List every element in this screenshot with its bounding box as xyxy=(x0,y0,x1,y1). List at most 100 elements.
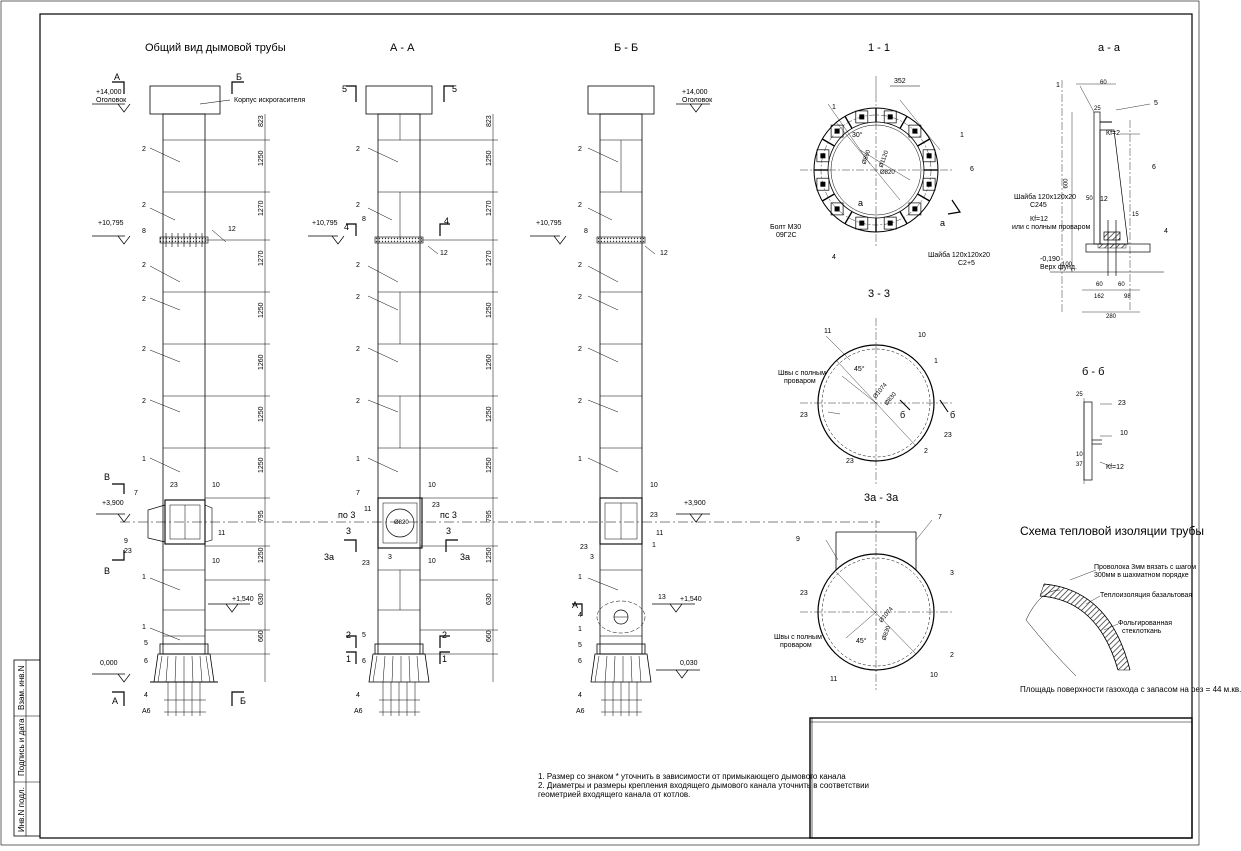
bolt-head xyxy=(926,181,932,187)
dim-bb-a: 25 xyxy=(1076,392,1083,398)
dim-aa-a: 25 xyxy=(1094,106,1101,112)
dim-bb-d: 37 xyxy=(1076,462,1083,468)
pos-10-33: 10 xyxy=(918,332,926,339)
callout-bolt-grade: 09Г2С xyxy=(776,232,797,239)
elev-minus-note: Верх фунд. xyxy=(1040,264,1077,271)
aa-dim-9: 1250 xyxy=(486,547,493,563)
leader-lines xyxy=(149,99,656,641)
dim-aa-w1: 162 xyxy=(1094,294,1105,300)
general-dim-4: 1250 xyxy=(258,302,265,318)
pos-1-b: 1 xyxy=(578,456,582,463)
pos-1-b3: 1 xyxy=(578,574,582,581)
note-2: 2. Диаметры и размеры крепления входящег… xyxy=(538,781,870,790)
elev-mid-aa: +10,795 xyxy=(312,220,338,227)
stiffener-rib xyxy=(899,211,908,225)
tower-section-aa xyxy=(365,85,433,716)
mark-3a-right: 3а xyxy=(460,552,471,562)
pos-23-g2: 23 xyxy=(170,482,178,489)
dim-1-1-d3: Ø820 xyxy=(880,170,895,176)
pos-1-11b: 1 xyxy=(960,132,964,139)
elev-flue-general: +3,900 xyxy=(102,500,124,507)
bolt-head xyxy=(820,181,826,187)
dim-column-general xyxy=(205,114,270,682)
pos-23-33b: 23 xyxy=(944,432,952,439)
bolt-ring-1-1 xyxy=(814,108,938,232)
pos-1-aa: 1 xyxy=(1056,82,1060,89)
mark-3-left: 3 xyxy=(346,526,352,536)
insulation-scheme xyxy=(1025,569,1131,677)
dim-aa-b: 50 xyxy=(1086,196,1093,202)
bolt-washer xyxy=(830,124,844,138)
pos-1-11a: 1 xyxy=(832,104,836,111)
stiffener-rib xyxy=(844,115,853,129)
callout-weld-seam-33b: проваром xyxy=(784,378,816,385)
label-p3: по 3 xyxy=(338,510,356,520)
bolt-head xyxy=(912,206,918,212)
bolt-head xyxy=(834,128,840,134)
pos-2-b4: 2 xyxy=(578,294,582,301)
pos-12-a: 12 xyxy=(440,250,448,257)
mark-5-right: 5 xyxy=(452,84,458,94)
general-dim-10: 630 xyxy=(258,593,265,605)
ins-wire: Проволока 3мм вязать с шагом xyxy=(1094,564,1197,571)
aa-dim-4: 1250 xyxy=(486,302,493,318)
pos-2-b2: 2 xyxy=(578,202,582,209)
mark-5-left: 5 xyxy=(342,84,348,94)
note-1: 1. Размер со знаком * уточнить в зависим… xyxy=(538,772,846,781)
pos-2-a1: 2 xyxy=(356,146,360,153)
stamp-inv: Инв.N подл. xyxy=(17,787,26,832)
dim-aa-top: 60 xyxy=(1100,80,1107,86)
dim-aa-f: 100 xyxy=(1062,262,1073,268)
mark-A-top: А xyxy=(114,72,121,82)
general-dim-5: 1260 xyxy=(258,354,265,370)
pos-2-b5: 2 xyxy=(578,346,582,353)
elev-top-note-bb: Оголовок xyxy=(682,97,713,104)
pos-4-11: 4 xyxy=(832,254,836,261)
mark-3-right: 3 xyxy=(446,526,452,536)
mark-2-left: 2 xyxy=(346,630,352,640)
mark-1-right: 1 xyxy=(442,654,448,664)
pos-7-3a: 7 xyxy=(938,514,942,521)
stiffener-rib xyxy=(917,138,931,147)
dim-1-1-angle: 30° xyxy=(852,132,863,139)
callout-weld: Кf=12 xyxy=(1030,216,1048,223)
elev-low-general: +1,540 xyxy=(232,596,254,603)
pos-11-33: 11 xyxy=(824,328,832,335)
callout-washer-grade: С2+5 xyxy=(958,260,975,267)
mark-A-bb: А xyxy=(572,600,579,610)
pos-1-33: 1 xyxy=(934,358,938,365)
stiffener-rib xyxy=(917,193,931,202)
bolt-washer xyxy=(816,177,830,191)
elev-mid-bb: +10,795 xyxy=(536,220,562,227)
pos-2-g3: 2 xyxy=(142,262,146,269)
pos-6-aa: 6 xyxy=(1152,164,1156,171)
mark-3a-left: 3а xyxy=(324,552,335,562)
callout-washer2-grade: С245 xyxy=(1030,202,1047,209)
pos-12-b: 12 xyxy=(660,250,668,257)
general-dim-3: 1270 xyxy=(258,250,265,266)
pos-23-b1: 23 xyxy=(650,512,658,519)
callout-bolt: Болт М30 xyxy=(770,224,802,231)
general-dim-7: 1250 xyxy=(258,457,265,473)
pos-6-a: 6 xyxy=(362,658,366,665)
stiffener-rib xyxy=(821,193,835,202)
mark-V-bottom: В xyxy=(104,566,111,576)
pos-1-a: 1 xyxy=(356,456,360,463)
ins-foil-b: стеклоткань xyxy=(1122,628,1162,635)
pos-5-g: 5 xyxy=(144,640,148,647)
pos-12-g: 12 xyxy=(228,226,236,233)
pos-8-a: 8 xyxy=(362,216,366,223)
pos-2-b1: 2 xyxy=(578,146,582,153)
stamp-sign: Подпись и дата xyxy=(17,718,26,776)
mark-b-small-2: б xyxy=(950,410,956,420)
bolt-washer xyxy=(883,216,897,230)
pos-4-g: 4 xyxy=(144,692,148,699)
bolt-head xyxy=(859,220,865,226)
general-dim-9: 1250 xyxy=(258,547,265,563)
mark-4-left: 4 xyxy=(344,222,350,232)
view-title-general: Общий вид дымовой трубы xyxy=(145,42,286,54)
callout-weld-seam-3a: Швы с полным xyxy=(774,634,822,641)
dim-aa-e: 60 xyxy=(1118,282,1125,288)
general-dim-1: 1250 xyxy=(258,150,265,166)
